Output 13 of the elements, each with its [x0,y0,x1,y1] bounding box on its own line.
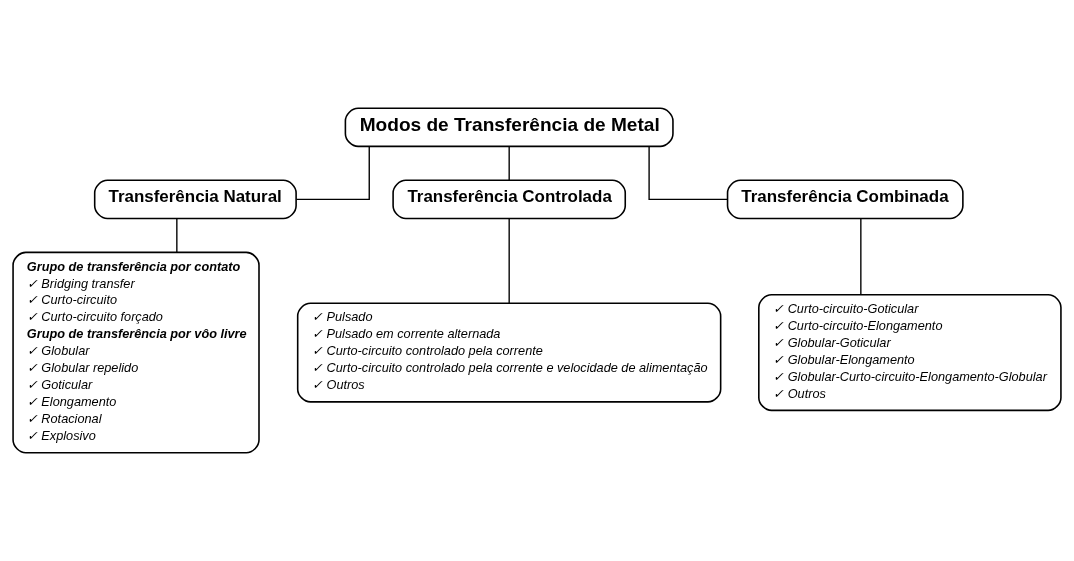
connector [508,217,510,304]
connector [648,145,729,201]
node-box: Grupo de transferência por contato ✓ Bridging transfer ✓ Curto-circuito ✓ Curto-circuito forçado Grupo de transferência por vôo livre ✓ Globular ✓ Globular repelido ✓ Goticular ✓ Elongamento ✓ Rotacional ✓ Explosivo [12,251,260,454]
connector [176,217,178,254]
node-box: Transferência Combinada [726,179,964,220]
node-box: ✓ Curto-circuito-Goticular ✓ Curto-circuito-Elongamento ✓ Globular-Goticular ✓ Globular-Elongamento ✓ Globular-Curto-circuito-Elongamento-Globular ✓ Outros [758,294,1062,412]
connector [295,145,370,201]
node-box: Transferência Natural [93,179,297,220]
connector [508,145,510,181]
node-box: ✓ Pulsado ✓ Pulsado em corrente alternada ✓ Curto-circuito controlado pela corrente ✓ Curto-circuito controlado pela corrente e velocidade de alimentação ✓ Outros [296,302,722,403]
connector [860,217,862,296]
node-box: Transferência Controlada [392,179,627,220]
node-box: Modos de Transferência de Metal [344,107,674,148]
